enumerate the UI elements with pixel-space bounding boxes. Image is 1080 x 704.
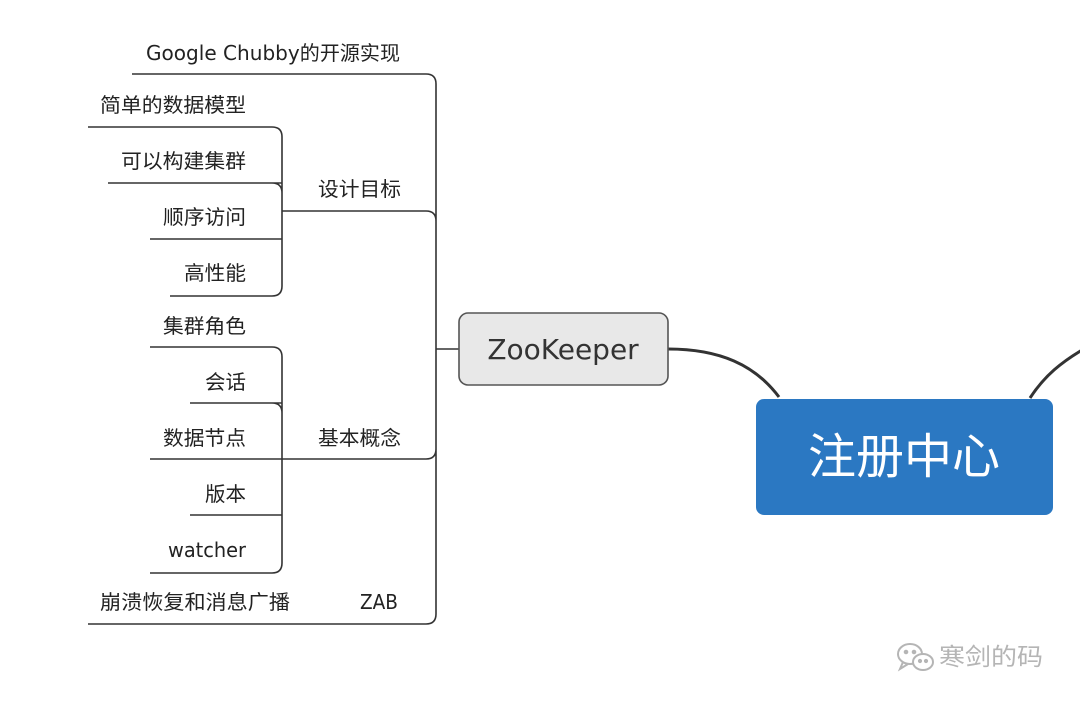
concept-item-cluster-roles[interactable]: 集群角色 [163,314,246,338]
chubby-open-source-label[interactable]: Google Chubby的开源实现 [146,41,400,65]
root-node-box [756,399,1053,515]
concept-item-version[interactable]: 版本 [205,482,246,506]
concept-item-data-node[interactable]: 数据节点 [163,426,246,450]
wechat-icon [897,643,934,672]
design-item-sequential-access[interactable]: 顺序访问 [163,205,246,229]
design-item-high-performance[interactable]: 高性能 [184,261,246,285]
root-to-right-branch-connector [1028,349,1080,399]
zab-item-crash-recovery[interactable]: 崩溃恢复和消息广播 [100,590,290,614]
concept-item-watcher[interactable]: watcher [168,538,247,562]
zookeeper-node-label: ZooKeeper [487,333,639,366]
zookeeper-topic-node[interactable]: ZooKeeper [458,312,669,386]
design-branch-lines [88,126,426,297]
root-to-zookeeper-connector [667,347,781,398]
watermark: 寒剑的码 [897,643,1043,672]
zab-label[interactable]: ZAB [360,590,398,614]
design-item-simple-data-model[interactable]: 简单的数据模型 [100,93,246,117]
zookeeper-spine [88,73,459,625]
concept-item-session[interactable]: 会话 [205,370,246,394]
design-item-cluster[interactable]: 可以构建集群 [121,149,246,173]
root-node-label: 注册中心 [808,429,1000,485]
design-goals-label[interactable]: 设计目标 [318,177,401,201]
concepts-branch-lines [150,346,426,574]
watermark-text: 寒剑的码 [939,643,1043,671]
basic-concepts-label[interactable]: 基本概念 [318,426,401,450]
zookeeper-node-box [458,312,669,386]
root-node[interactable]: 注册中心 [756,399,1053,515]
